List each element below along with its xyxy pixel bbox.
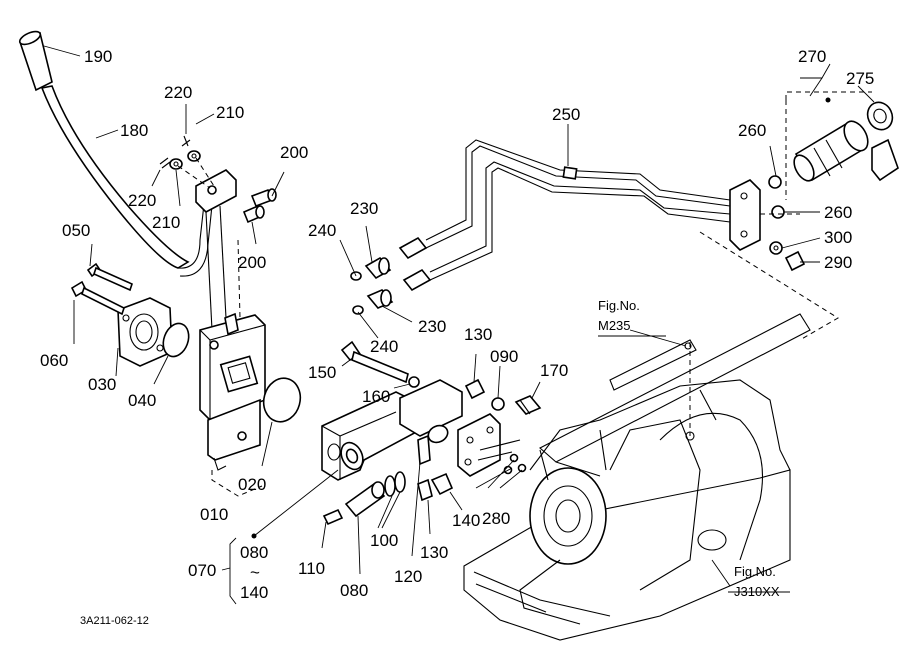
spool-120 xyxy=(417,434,431,466)
bolt-060 xyxy=(70,280,125,316)
label-200-upper: 200 xyxy=(280,143,308,162)
label-200-lower: 200 xyxy=(238,253,266,272)
plug-130-upper xyxy=(464,378,486,400)
label-300: 300 xyxy=(824,228,852,247)
plug-170 xyxy=(514,395,542,415)
washer-160 xyxy=(408,376,420,388)
dust-cap-275 xyxy=(866,101,899,182)
fig-ref-m235-title: Fig.No. xyxy=(598,298,640,313)
bolt-150 xyxy=(340,340,409,384)
label-110: 110 xyxy=(298,559,325,578)
lever-knob xyxy=(18,30,53,92)
label-260-lower: 260 xyxy=(824,203,852,222)
rings-100 xyxy=(384,471,406,497)
label-tilde: ~ xyxy=(250,563,260,582)
drawing-code: 3A211-062-12 xyxy=(80,615,149,627)
support-frame-m235 xyxy=(539,313,811,477)
pin-200-upper xyxy=(250,188,277,208)
label-010: 010 xyxy=(200,505,228,524)
label-240-lower: 240 xyxy=(370,337,398,356)
label-080: 080 xyxy=(340,581,368,600)
label-240-upper: 240 xyxy=(308,221,336,240)
cotter-pin-220 xyxy=(159,135,191,169)
spool-080 xyxy=(344,481,386,518)
fig-ref-j310-title: Fig.No. xyxy=(734,564,776,579)
label-250: 250 xyxy=(552,105,580,124)
label-210-lower: 210 xyxy=(152,213,180,232)
label-150: 150 xyxy=(308,363,336,382)
label-020: 020 xyxy=(238,475,266,494)
washer-210 xyxy=(169,150,201,170)
label-160: 160 xyxy=(362,387,390,406)
pin-200-lower xyxy=(242,204,265,224)
cover-plate xyxy=(117,297,173,367)
fitting-230-upper xyxy=(364,256,392,280)
lever-rod xyxy=(40,85,190,269)
label-080-range: 080 xyxy=(240,543,268,562)
washer-090 xyxy=(491,397,505,411)
label-140-range: 140 xyxy=(240,583,268,602)
label-140: 140 xyxy=(452,511,480,530)
plug-290 xyxy=(784,250,806,272)
quick-coupler-270 xyxy=(793,120,869,182)
label-230-upper: 230 xyxy=(350,199,378,218)
label-210-upper: 210 xyxy=(216,103,244,122)
label-130-lower: 130 xyxy=(420,543,448,562)
manifold-body xyxy=(321,379,463,481)
label-275: 275 xyxy=(846,69,874,88)
bolt-050 xyxy=(86,262,133,292)
pipe-bracket xyxy=(729,179,761,251)
label-050: 050 xyxy=(62,221,90,240)
o-ring-040 xyxy=(162,322,190,358)
label-070: 070 xyxy=(188,561,216,580)
control-valve xyxy=(199,312,266,471)
pin-110 xyxy=(322,508,344,526)
label-100: 100 xyxy=(370,531,398,550)
label-040: 040 xyxy=(128,391,156,410)
label-130-upper: 130 xyxy=(464,325,492,344)
label-090: 090 xyxy=(490,347,518,366)
fitting-230-lower xyxy=(366,289,394,309)
o-ring-020 xyxy=(262,377,302,423)
label-220-upper: 220 xyxy=(164,83,192,102)
label-120: 120 xyxy=(394,567,422,586)
label-290: 290 xyxy=(824,253,852,272)
label-060: 060 xyxy=(40,351,68,370)
side-plate xyxy=(457,413,501,477)
label-280: 280 xyxy=(482,509,510,528)
label-180: 180 xyxy=(120,121,148,140)
leader-lines xyxy=(43,45,875,605)
label-220-lower: 220 xyxy=(128,191,156,210)
label-260-upper: 260 xyxy=(738,121,766,140)
fig-ref-m235-code: M235 xyxy=(598,318,631,333)
label-190: 190 xyxy=(84,47,112,66)
label-030: 030 xyxy=(88,375,116,394)
plug-140 xyxy=(430,472,454,496)
transmission-housing xyxy=(463,379,791,641)
label-170: 170 xyxy=(540,361,568,380)
label-270: 270 xyxy=(798,47,826,66)
fig-ref-j310-code: J310XX xyxy=(734,584,780,599)
plug-130-lower xyxy=(417,478,433,502)
hydraulic-pipes-250 xyxy=(398,139,731,292)
label-230-lower: 230 xyxy=(418,317,446,336)
